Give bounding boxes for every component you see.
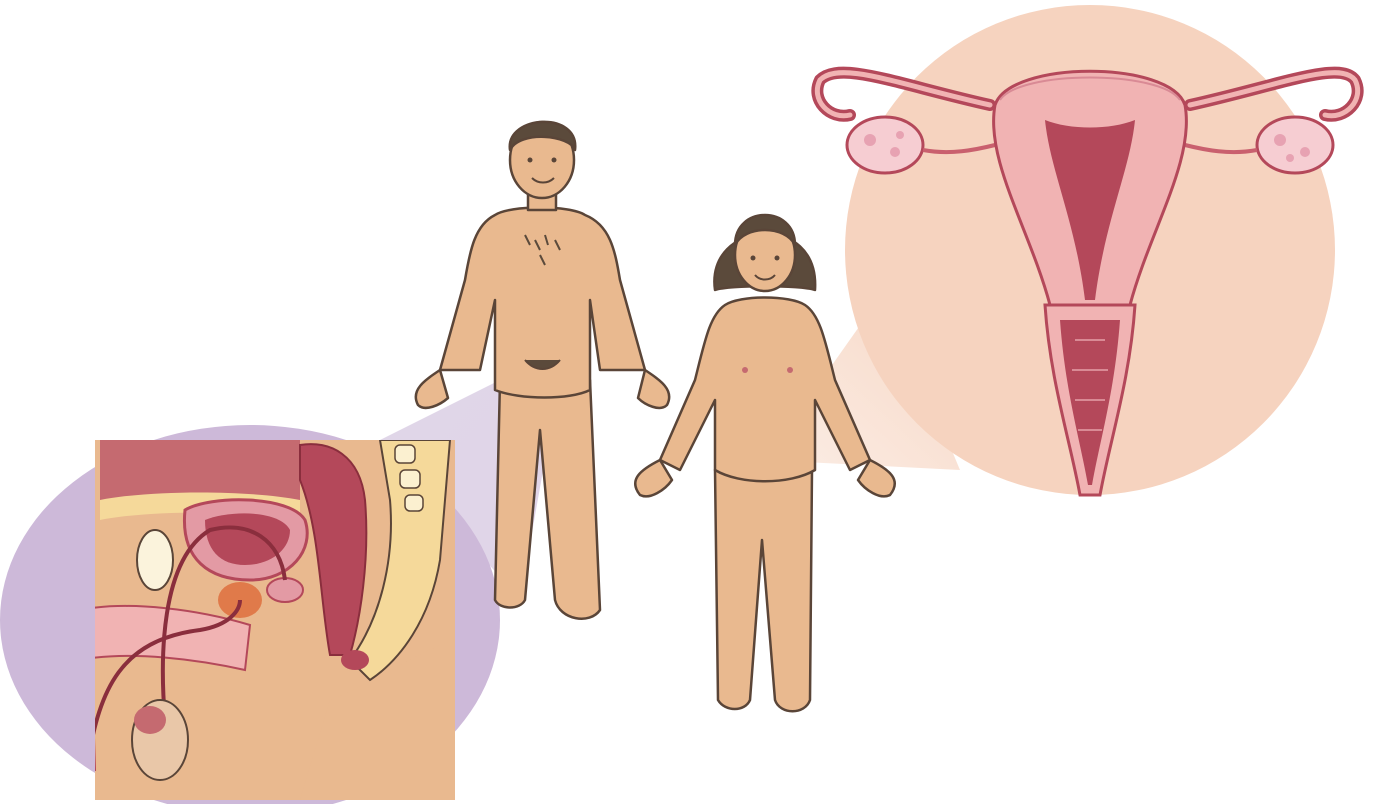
right-ovary-icon [1257, 117, 1333, 173]
male-callout [0, 370, 560, 804]
male-pelvis-cross-section-icon [70, 440, 455, 800]
left-ovary-icon [847, 117, 923, 173]
